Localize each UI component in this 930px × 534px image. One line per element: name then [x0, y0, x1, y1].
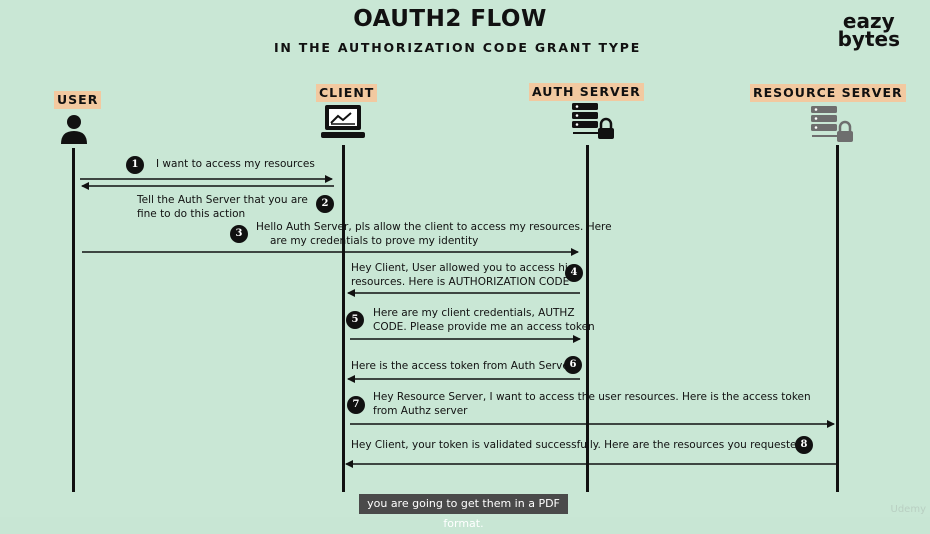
lifeline-auth-server: [586, 145, 589, 492]
step-4-line-2: resources. Here is AUTHORIZATION CODE: [351, 276, 570, 288]
step-badge-8: 8: [795, 436, 813, 454]
diagram-title: OAUTH2 FLOW: [353, 6, 547, 32]
lifeline-resource-server: [836, 145, 839, 492]
server-lock-icon: [572, 103, 614, 139]
step-7-line-1: Hey Resource Server, I want to access th…: [373, 391, 811, 403]
step-8-text: Hey Client, your token is validated succ…: [351, 438, 803, 452]
logo-line-2: bytes: [837, 27, 900, 51]
step-badge-7: 7: [347, 396, 365, 414]
step-6-line-1: Here is the access token from Auth Serve…: [351, 360, 574, 372]
step-5-line-2: CODE. Please provide me an access token: [373, 321, 595, 333]
step-badge-3: 3: [230, 225, 248, 243]
laptop-chart-icon: [321, 105, 365, 138]
lifeline-user: [72, 148, 75, 492]
step-1-line-1: I want to access my resources: [156, 158, 315, 170]
step-badge-2: 2: [316, 195, 334, 213]
video-caption: you are going to get them in a PDF forma…: [359, 494, 568, 530]
step-5-line-1: Here are my client credentials, AUTHZ: [373, 307, 575, 319]
logo-line-1: eazy: [842, 9, 895, 33]
step-2-text: Tell the Auth Server that you are fine t…: [137, 193, 308, 221]
step-1-text: I want to access my resources: [156, 157, 315, 171]
watermark: Udemy: [890, 504, 926, 515]
actor-label-client: CLIENT: [316, 84, 378, 102]
step-4-line-1: Hey Client, User allowed you to access h…: [351, 262, 574, 274]
step-badge-4: 4: [565, 264, 583, 282]
step-6-text: Here is the access token from Auth Serve…: [351, 359, 573, 373]
message-arrows: [80, 175, 836, 468]
step-8-line-1: Hey Client, your token is validated succ…: [351, 439, 804, 451]
step-3-line-2: are my credentials to prove my identity: [270, 235, 479, 247]
step-badge-1: 1: [126, 156, 144, 174]
actor-label-resource-server: RESOURCE SERVER: [750, 84, 906, 102]
step-3-text: Hello Auth Server, pls allow the client …: [256, 220, 612, 248]
step-badge-5: 5: [346, 311, 364, 329]
server-lock-icon: [811, 106, 853, 142]
brand-logo: eazy bytes: [837, 9, 900, 51]
step-2-line-2: fine to do this action: [137, 208, 246, 220]
actor-label-user: USER: [54, 91, 102, 109]
step-7-text: Hey Resource Server, I want to access th…: [373, 390, 811, 418]
step-5-text: Here are my client credentials, AUTHZ CO…: [373, 306, 595, 334]
step-badge-6: 6: [564, 356, 582, 374]
step-4-text: Hey Client, User allowed you to access h…: [351, 261, 573, 289]
diagram-subtitle: IN THE AUTHORIZATION CODE GRANT TYPE: [273, 40, 642, 55]
diagram-canvas: OAUTH2 FLOW IN THE AUTHORIZATION CODE GR…: [54, 6, 926, 530]
actor-label-auth-server: AUTH SERVER: [529, 83, 644, 101]
step-2-line-1: Tell the Auth Server that you are: [137, 194, 308, 206]
person-icon: [61, 115, 87, 144]
step-7-line-2: from Authz server: [373, 405, 468, 417]
step-3-line-1: Hello Auth Server, pls allow the client …: [256, 221, 612, 233]
lifeline-client: [342, 145, 345, 492]
